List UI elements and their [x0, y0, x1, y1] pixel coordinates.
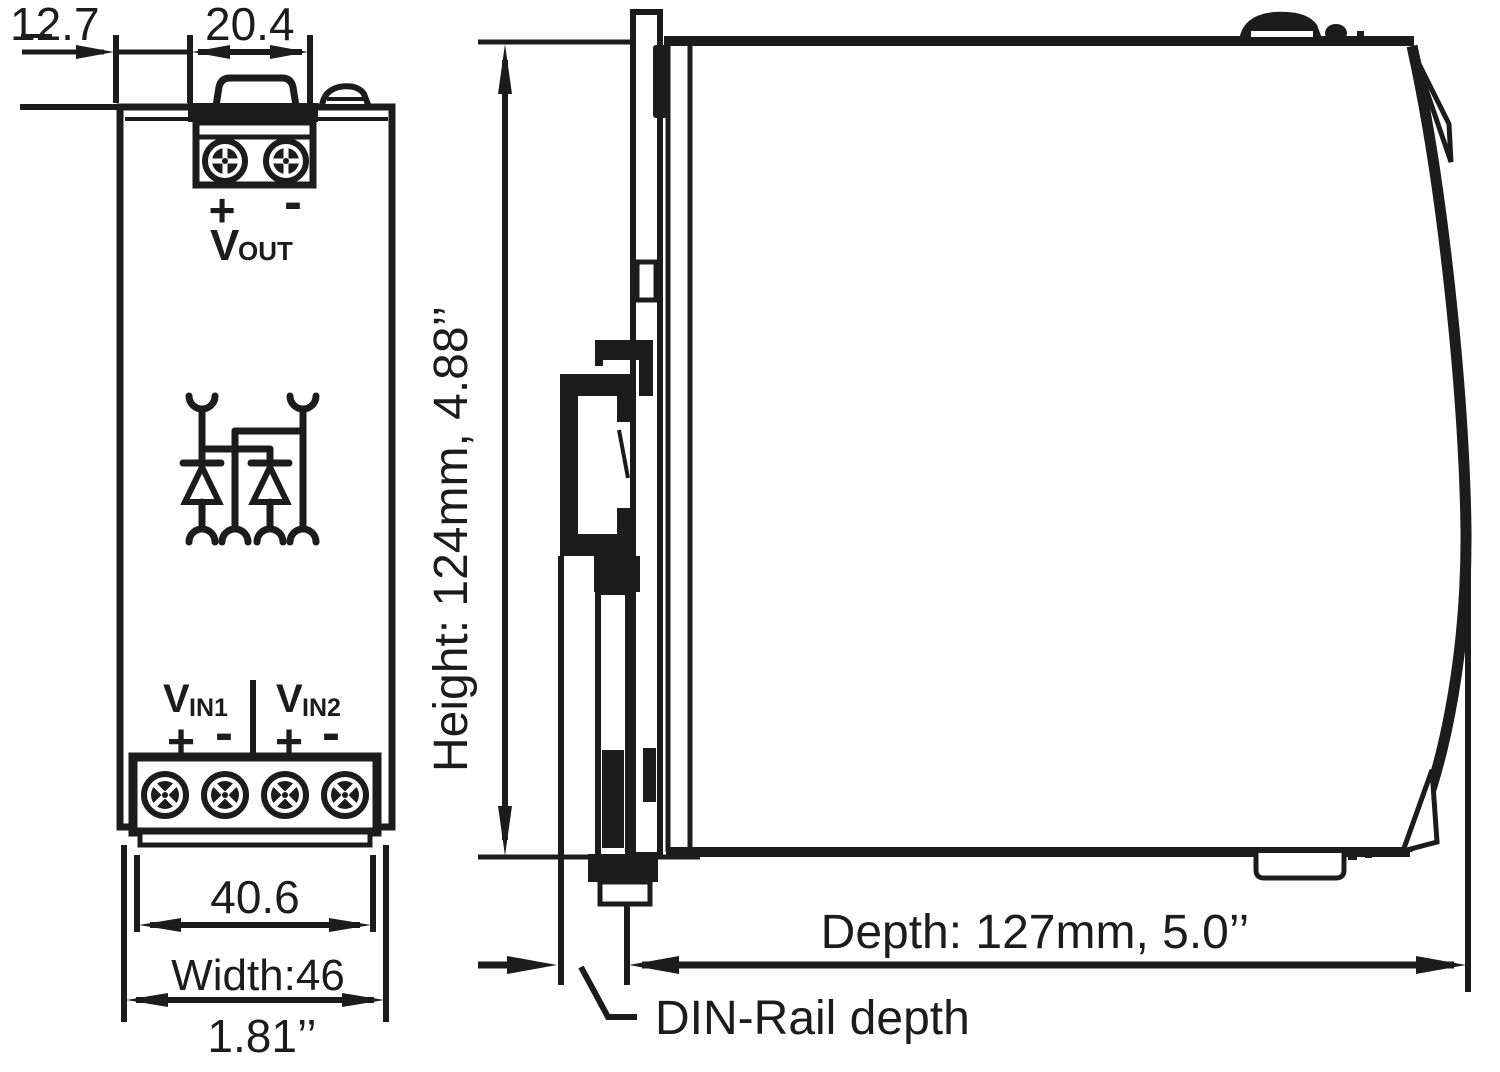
screw-terminal — [261, 771, 309, 819]
dim-mounting-value: 40.6 — [210, 871, 300, 923]
screw-terminal — [202, 138, 248, 184]
vin1-minus-label: - — [215, 703, 233, 763]
side-view: Height: 124mm, 4.88’’ — [425, 9, 1472, 1045]
vout-subscript: OUT — [238, 236, 293, 266]
dim-offset: 12.7 — [10, 0, 193, 103]
vout-minus-label: - — [284, 172, 302, 232]
dim-width-inches-value: 1.81’’ — [207, 1010, 316, 1062]
vin1-symbol: V — [163, 677, 190, 721]
dim-depth: Depth: 127mm, 5.0’’ — [478, 505, 1471, 992]
din-clip-foot — [588, 854, 658, 882]
diode-2 — [247, 459, 293, 533]
dim-arrowhead — [139, 918, 181, 932]
dim-depth-value: Depth: 127mm, 5.0’’ — [821, 906, 1250, 959]
dim-overall-width: Width:46 1.81’’ — [121, 845, 389, 1062]
din-clip-latch — [602, 750, 624, 848]
dim-mounting-width: 40.6 — [134, 855, 376, 932]
side-bottom-flap — [1399, 769, 1440, 855]
dim-arrowhead — [76, 45, 114, 59]
din-bracket-notch — [634, 259, 659, 303]
front-view: + - V OUT — [10, 0, 396, 1062]
dim-width-value: Width:46 — [171, 951, 345, 1000]
dim-height-value: Height: 124mm, 4.88’’ — [425, 306, 478, 772]
din-rail-depth-label: DIN-Rail depth — [655, 992, 970, 1045]
din-clip-spring — [617, 429, 630, 479]
side-bottom-tab — [1253, 853, 1347, 881]
leader-line — [578, 965, 637, 1020]
dim-arrowhead — [126, 993, 168, 1007]
vin2-subscript: IN2 — [302, 694, 341, 722]
diode-1 — [179, 459, 225, 533]
dim-terminal-width: 20.4 — [192, 0, 313, 103]
dim-arrowhead — [342, 993, 384, 1007]
side-body — [664, 11, 1472, 881]
trimmer-dome — [318, 83, 374, 110]
din-clip-jaw — [594, 556, 640, 592]
screw-terminal — [263, 138, 309, 184]
screw-terminal — [201, 771, 249, 819]
vout-terminal-block — [192, 118, 317, 189]
dim-arrowhead — [629, 956, 679, 974]
vin-labels: V IN1 V IN2 + - + - — [163, 677, 341, 769]
din-rail-depth-callout: DIN-Rail depth — [578, 965, 970, 1045]
dim-arrowhead — [498, 44, 512, 94]
vin2-minus-label: - — [322, 703, 340, 763]
din-clip-foot-lip — [597, 879, 653, 907]
vout-plus-label: + — [209, 184, 236, 236]
bottom-fork-1 — [185, 525, 219, 546]
vin2-symbol: V — [276, 677, 303, 721]
vout-labels: + - V OUT — [209, 172, 302, 270]
side-back-curve — [1402, 44, 1472, 853]
dim-height: Height: 124mm, 4.88’’ — [425, 44, 512, 856]
dim-arrowhead — [1416, 956, 1466, 974]
bottom-fork-4 — [286, 525, 320, 546]
dim-arrowhead — [270, 45, 308, 59]
vin-terminal-block — [128, 752, 382, 848]
terminal-cap-bar — [188, 103, 318, 122]
din-clip-tab — [643, 748, 656, 802]
bottom-fork-3 — [253, 525, 287, 546]
dim-offset-value: 12.7 — [10, 0, 100, 50]
handle — [212, 74, 300, 107]
screw-terminal — [141, 771, 189, 819]
din-clip-fixed-hook — [595, 340, 653, 396]
side-top-flap — [1411, 52, 1454, 163]
dim-arrowhead — [192, 45, 230, 59]
screw-terminal — [321, 771, 369, 819]
din-bracket-hook — [653, 45, 667, 118]
bottom-fork-2 — [218, 525, 252, 546]
din-rail-profile — [560, 374, 630, 556]
dim-arrowhead — [498, 806, 512, 856]
diode-schematic — [179, 392, 320, 546]
vout-symbol: V — [210, 221, 240, 270]
side-trimmer-dome — [1239, 11, 1364, 42]
din-bracket-plate — [630, 9, 663, 858]
vin1-subscript: IN1 — [189, 694, 228, 722]
dim-arrowhead — [329, 918, 371, 932]
dim-arrowhead — [507, 956, 557, 974]
dim-terminal-value: 20.4 — [205, 0, 295, 50]
